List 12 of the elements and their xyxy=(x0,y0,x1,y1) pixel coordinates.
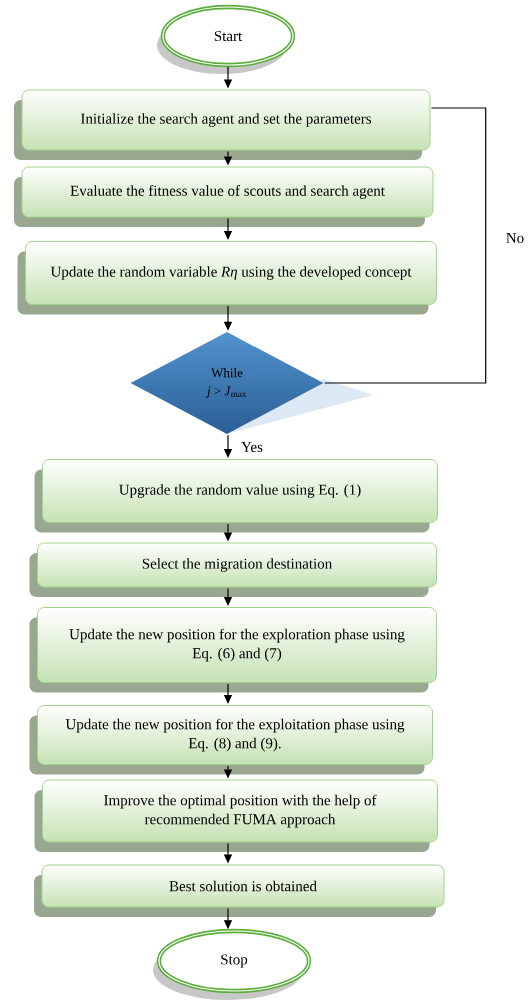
process-box: Best solution is obtained xyxy=(34,864,445,917)
process-box: Select the migration destination xyxy=(29,542,437,597)
edge-label: No xyxy=(504,232,526,244)
process-box: Improve the optimal position with the help of recommended FUMA approach xyxy=(34,779,438,852)
process-box: Update the new position for the exploration phase using Eq. (6) and (7) xyxy=(29,607,437,693)
process-box: Update the random variable Rη using the developed concept xyxy=(17,241,437,315)
process-box: Initialize the search agent and set the parameters xyxy=(14,89,431,160)
edge-label: Yes xyxy=(240,441,264,453)
process-box: Upgrade the random value using Eq. (1) xyxy=(34,459,438,533)
connector-line xyxy=(324,107,487,384)
process-box: Update the new position for the exploitation phase using Eq. (8) and (9). xyxy=(29,705,433,775)
process-box: Evaluate the fitness value of scouts and search agent xyxy=(14,166,434,227)
